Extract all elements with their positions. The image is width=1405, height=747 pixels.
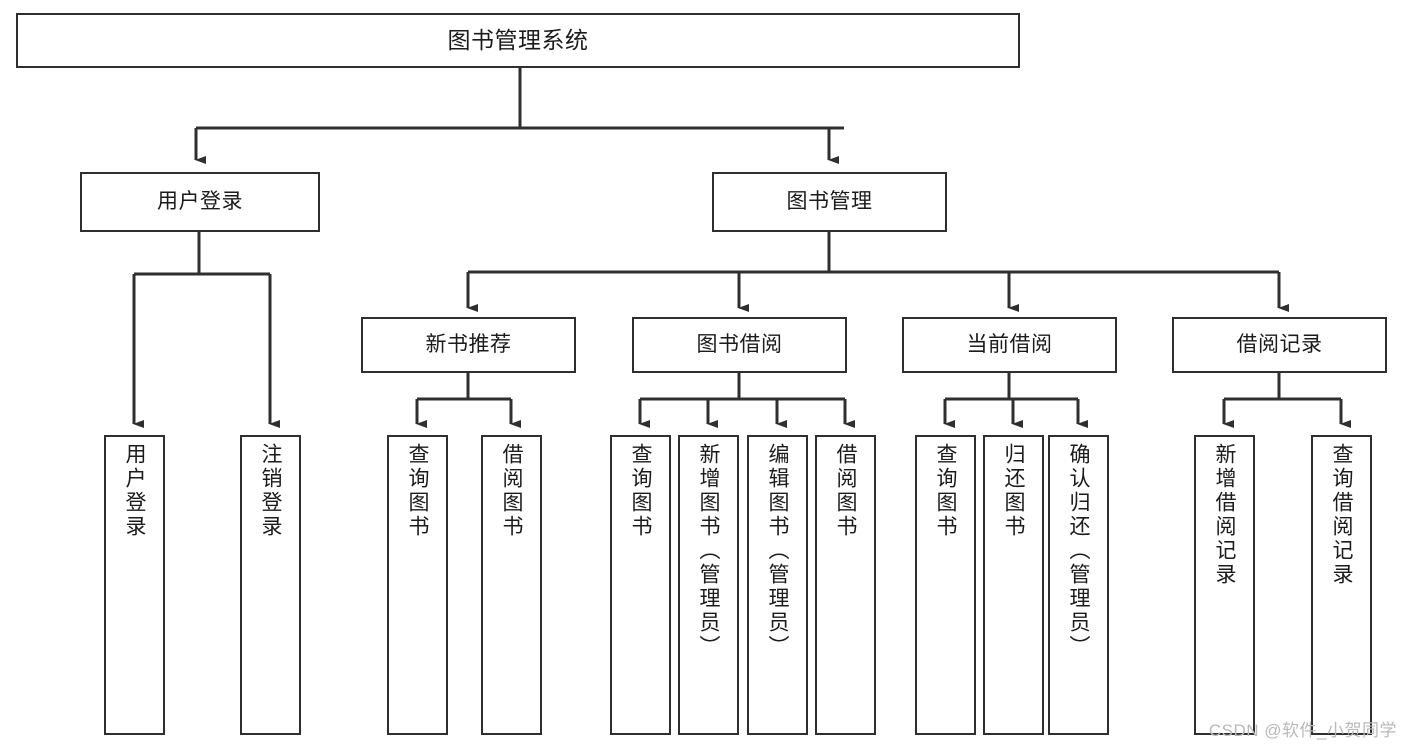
node-label: 新书推荐: [425, 332, 512, 356]
node-label: 编辑图书（管理员）: [766, 443, 789, 659]
node-label: 图书管理系统: [447, 26, 589, 53]
node-label: 新增图书（管理员）: [697, 443, 720, 659]
node-root-book-management-system[interactable]: 图书管理系统: [16, 13, 1020, 68]
node-label: 用户登录: [157, 189, 243, 213]
leaf-query-book-2[interactable]: 查询图书: [610, 435, 671, 735]
node-label: 图书借阅: [696, 332, 783, 356]
node-label: 新增借阅记录: [1213, 443, 1236, 587]
node-label: 查询图书: [629, 443, 652, 539]
node-label: 查询图书: [934, 443, 957, 539]
node-label: 当前借阅: [966, 332, 1053, 356]
leaf-edit-book-admin[interactable]: 编辑图书（管理员）: [747, 435, 808, 735]
node-borrowing-record[interactable]: 借阅记录: [1172, 317, 1387, 373]
leaf-borrow-book-1[interactable]: 借阅图书: [481, 435, 542, 735]
leaf-add-book-admin[interactable]: 新增图书（管理员）: [678, 435, 739, 735]
node-new-book-recommendation[interactable]: 新书推荐: [361, 317, 576, 373]
leaf-user-login[interactable]: 用户登录: [104, 435, 165, 735]
leaf-borrow-book-2[interactable]: 借阅图书: [815, 435, 876, 735]
leaf-logout[interactable]: 注销登录: [240, 435, 301, 735]
node-book-borrowing[interactable]: 图书借阅: [632, 317, 847, 373]
node-book-management[interactable]: 图书管理: [712, 172, 947, 232]
node-label: 查询借阅记录: [1330, 443, 1353, 587]
node-label: 查询图书: [406, 443, 429, 539]
leaf-return-book[interactable]: 归还图书: [983, 435, 1044, 735]
leaf-query-book-1[interactable]: 查询图书: [387, 435, 448, 735]
node-label: 借阅图书: [834, 443, 857, 539]
csdn-watermark: CSDN @软件_小贺同学: [1208, 721, 1397, 740]
leaf-query-book-3[interactable]: 查询图书: [915, 435, 976, 735]
node-current-borrowing[interactable]: 当前借阅: [902, 317, 1117, 373]
node-label: 注销登录: [259, 443, 282, 539]
node-label: 归还图书: [1002, 443, 1025, 539]
node-label: 借阅记录: [1236, 332, 1323, 356]
leaf-query-borrow-record[interactable]: 查询借阅记录: [1311, 435, 1372, 735]
node-label: 借阅图书: [500, 443, 523, 539]
leaf-confirm-return-admin[interactable]: 确认归还（管理员）: [1048, 435, 1109, 735]
node-label: 确认归还（管理员）: [1067, 443, 1090, 659]
node-label: 图书管理: [786, 189, 873, 213]
node-label: 用户登录: [123, 443, 146, 539]
leaf-add-borrow-record[interactable]: 新增借阅记录: [1194, 435, 1255, 735]
node-user-login[interactable]: 用户登录: [80, 172, 320, 232]
